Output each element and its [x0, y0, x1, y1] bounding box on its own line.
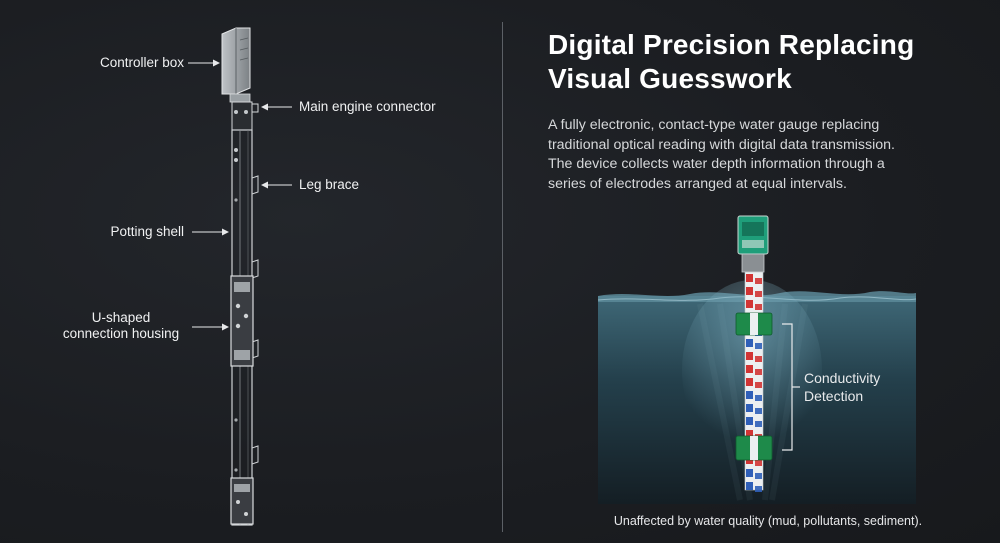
vertical-divider [502, 22, 503, 532]
electrode-segment [755, 278, 762, 284]
electrode-segment [755, 304, 762, 310]
electrode-segment [746, 417, 753, 425]
electrode-segments [746, 274, 762, 492]
label-u-shaped-housing: U-shaped connection housing [56, 310, 186, 342]
title-line1: Digital Precision Replacing [548, 29, 915, 60]
electrode-segment [755, 421, 762, 427]
label-main-engine-connector: Main engine connector [299, 99, 436, 114]
electrode-segment [746, 287, 753, 295]
electrode-segment [746, 391, 753, 399]
description-line4: series of electrodes arranged at equal i… [548, 175, 847, 192]
u-shaped-connection-housing [230, 275, 254, 525]
electrode-segment [755, 460, 762, 466]
electrode-segment [755, 395, 762, 401]
green-sensor-bottom [735, 435, 773, 461]
electrode-segment [746, 274, 753, 282]
description-line2: traditional optical reading with digital… [548, 136, 895, 153]
conductivity-detection-label: Conductivity Detection [804, 369, 880, 405]
electrode-segment [755, 291, 762, 297]
conductivity-line1: Conductivity [804, 370, 881, 386]
electrode-segment [755, 369, 762, 375]
electrode-segment [755, 473, 762, 479]
description: A fully electronic, contact-type water g… [548, 116, 988, 194]
main-engine-connector [231, 101, 259, 131]
electrode-segment [746, 300, 753, 308]
controller-box [221, 27, 251, 103]
green-sensor-top [735, 312, 773, 336]
electrode-segment [746, 339, 753, 347]
description-line1: A fully electronic, contact-type water g… [548, 117, 880, 133]
page-title: Digital Precision Replacing Visual Guess… [548, 28, 988, 96]
conductivity-line2: Detection [804, 388, 864, 404]
label-potting-shell: Potting shell [110, 224, 184, 239]
label-controller-box: Controller box [99, 55, 184, 70]
electrode-segment [746, 352, 753, 360]
electrode-segment [746, 482, 753, 490]
electrode-segment [755, 382, 762, 388]
electrode-segment [746, 430, 753, 438]
leg-brace [251, 175, 259, 465]
electrode-segment [755, 343, 762, 349]
description-line3: The device collects water depth informat… [548, 156, 885, 172]
label-u-shaped-line1: U-shaped [91, 310, 151, 325]
electrode-segment [755, 408, 762, 414]
label-leg-brace: Leg brace [299, 177, 360, 192]
electrode-segment [746, 469, 753, 477]
electrode-segment [746, 404, 753, 412]
electrode-segment [755, 356, 762, 362]
label-u-shaped-line2: connection housing [62, 326, 180, 341]
electrode-segment [755, 486, 762, 492]
title-line2: Visual Guesswork [548, 63, 792, 94]
electrode-segment [746, 378, 753, 386]
caption: Unaffected by water quality (mud, pollut… [613, 514, 923, 528]
electrode-segment [746, 365, 753, 373]
